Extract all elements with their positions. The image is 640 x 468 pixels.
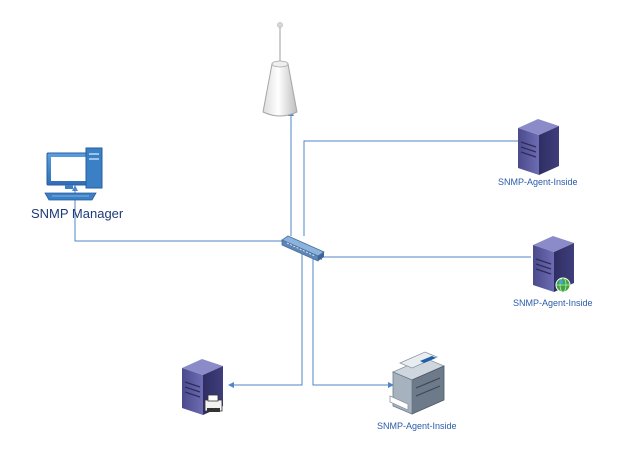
arrow-to-print-server (228, 382, 234, 388)
server-top-label: SNMP-Agent-Inside (498, 177, 578, 187)
small-printer-icon (204, 394, 223, 412)
globe-icon (555, 277, 571, 293)
print-server-icon[interactable] (182, 359, 223, 415)
manager-label: SNMP Manager (31, 206, 124, 221)
link-manager-switch (74, 189, 284, 242)
arrow-to-manager (72, 185, 78, 191)
link-switch-print-server (232, 252, 303, 386)
link-switch-server-top (303, 140, 536, 236)
wireless-access-point-icon[interactable] (262, 22, 298, 117)
connections (74, 114, 536, 386)
link-switch-printer (312, 252, 390, 386)
printer-label: SNMP-Agent-Inside (377, 421, 457, 431)
arrow-to-printer (388, 382, 394, 388)
desktop-computer-icon[interactable] (44, 147, 103, 201)
network-switch-icon[interactable] (281, 235, 325, 262)
multifunction-printer-icon[interactable] (389, 351, 446, 415)
server-icon[interactable] (518, 119, 559, 175)
web-server-icon[interactable] (533, 236, 574, 293)
web-server-label: SNMP-Agent-Inside (513, 298, 593, 308)
